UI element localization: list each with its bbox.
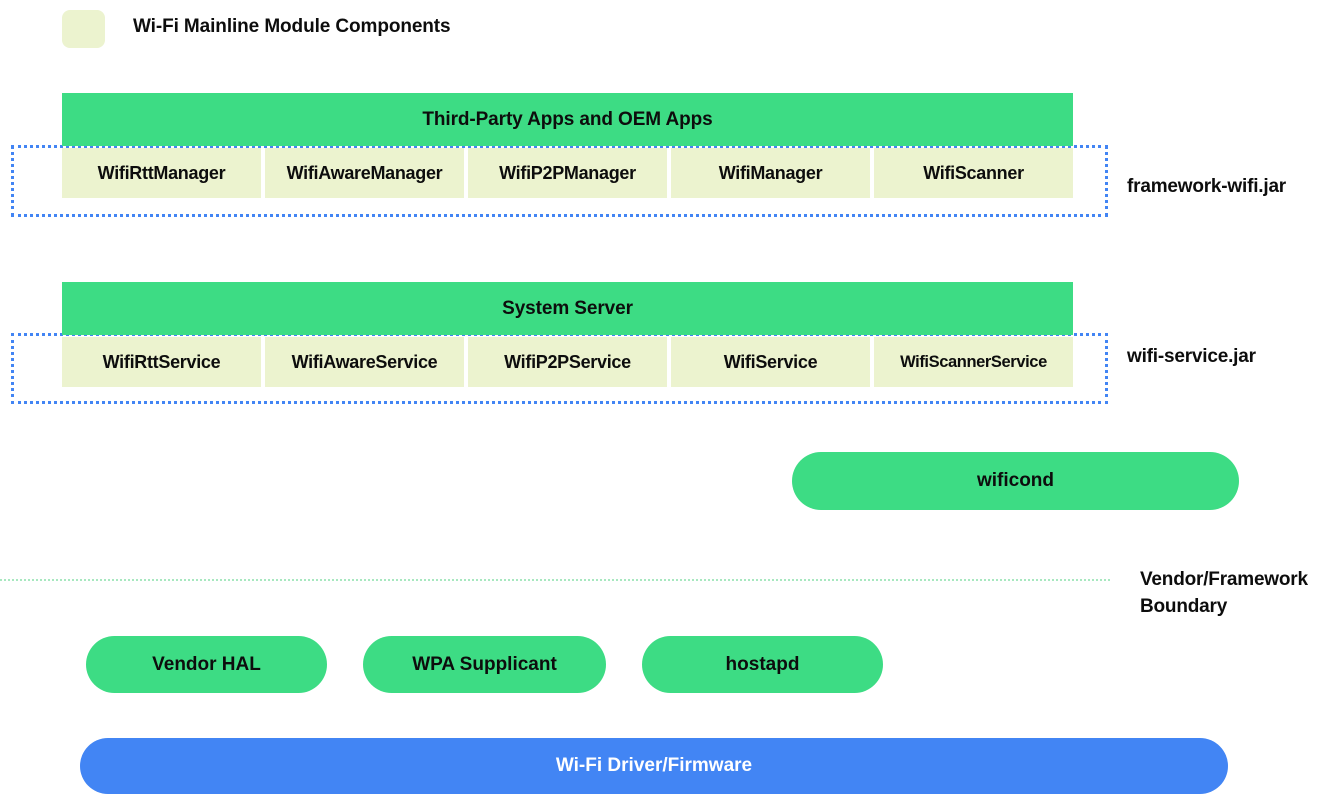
cell-wifi-rtt-manager[interactable]: WifiRttManager bbox=[62, 148, 261, 198]
cell-wifi-aware-service[interactable]: WifiAwareService bbox=[265, 337, 464, 387]
module-label-framework-wifi: framework-wifi.jar bbox=[1127, 176, 1287, 197]
cell-wifi-service[interactable]: WifiService bbox=[671, 337, 870, 387]
pill-wificond[interactable]: wificond bbox=[792, 452, 1239, 510]
vendor-framework-boundary-label: Vendor/Framework Boundary bbox=[1140, 566, 1330, 620]
cell-wifi-rtt-service[interactable]: WifiRttService bbox=[62, 337, 261, 387]
cell-wifi-scanner-service[interactable]: WifiScannerService bbox=[874, 337, 1073, 387]
cell-wifi-scanner[interactable]: WifiScanner bbox=[874, 148, 1073, 198]
layer-third-party-apps: Third-Party Apps and OEM Apps WifiRttMan… bbox=[62, 93, 1073, 198]
cell-wifi-manager[interactable]: WifiManager bbox=[671, 148, 870, 198]
cell-wifi-aware-manager[interactable]: WifiAwareManager bbox=[265, 148, 464, 198]
pill-wifi-driver-firmware[interactable]: Wi-Fi Driver/Firmware bbox=[80, 738, 1228, 794]
legend-color-swatch bbox=[62, 10, 105, 48]
layer-header-third-party-apps: Third-Party Apps and OEM Apps bbox=[62, 93, 1073, 146]
pill-hostapd[interactable]: hostapd bbox=[642, 636, 883, 693]
cell-row-wifi-service: WifiRttService WifiAwareService WifiP2PS… bbox=[62, 337, 1073, 387]
pill-wpa-supplicant[interactable]: WPA Supplicant bbox=[363, 636, 606, 693]
boundary-label-line1: Vendor/Framework bbox=[1140, 569, 1308, 590]
module-label-wifi-service: wifi-service.jar bbox=[1127, 346, 1256, 367]
cell-wifi-p2p-manager[interactable]: WifiP2PManager bbox=[468, 148, 667, 198]
cell-row-framework-wifi: WifiRttManager WifiAwareManager WifiP2PM… bbox=[62, 148, 1073, 198]
legend-label: Wi-Fi Mainline Module Components bbox=[133, 16, 451, 37]
cell-wifi-p2p-service[interactable]: WifiP2PService bbox=[468, 337, 667, 387]
vendor-framework-boundary-line bbox=[0, 579, 1110, 581]
module-boundary-framework-wifi bbox=[11, 145, 1108, 217]
layer-system-server: System Server WifiRttService WifiAwareSe… bbox=[62, 282, 1073, 387]
boundary-label-line2: Boundary bbox=[1140, 596, 1228, 617]
pill-vendor-hal[interactable]: Vendor HAL bbox=[86, 636, 327, 693]
layer-header-system-server: System Server bbox=[62, 282, 1073, 335]
